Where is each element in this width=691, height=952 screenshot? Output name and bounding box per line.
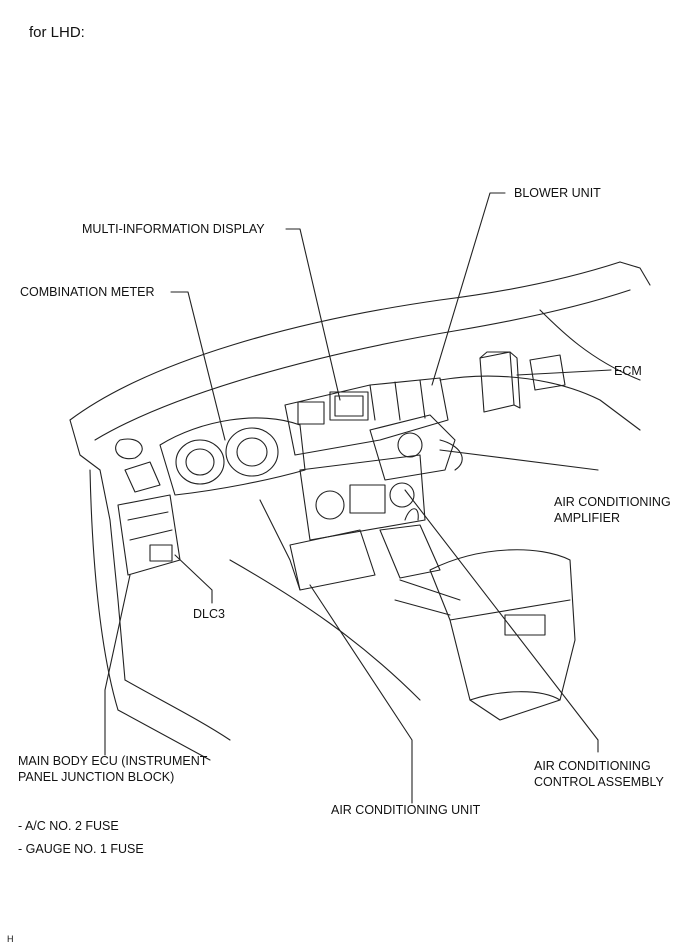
label-main-body-ecu-line2: PANEL JUNCTION BLOCK) [18, 770, 175, 784]
leader-lines [104, 192, 612, 804]
label-combination-meter: COMBINATION METER [20, 285, 155, 299]
label-ac-control-assembly: AIR CONDITIONING CONTROL ASSEMBLY [534, 758, 664, 790]
fuse-item: - GAUGE NO. 1 FUSE [18, 842, 144, 856]
label-ac-amplifier-line1: AIR CONDITIONING [554, 495, 671, 509]
label-ac-amplifier-line2: AMPLIFIER [554, 511, 620, 525]
label-dlc3: DLC3 [193, 607, 225, 621]
label-ecm: ECM [614, 364, 642, 378]
label-ac-unit: AIR CONDITIONING UNIT [331, 803, 481, 817]
combination-meter-shape [159, 417, 306, 496]
label-multi-information-display: MULTI-INFORMATION DISPLAY [82, 222, 265, 236]
fuse-item: - A/C NO. 2 FUSE [18, 819, 119, 833]
blower-unit-shape [369, 414, 463, 481]
junction-block-shape [117, 494, 181, 576]
center-stack-shape [259, 377, 449, 591]
label-main-body-ecu: MAIN BODY ECU (INSTRUMENT PANEL JUNCTION… [18, 753, 207, 785]
figure-mark: H [7, 934, 14, 944]
ecm-shape [479, 351, 566, 413]
label-ac-control-line1: AIR CONDITIONING [534, 759, 651, 773]
page-heading: for LHD: [29, 24, 85, 41]
label-ac-control-line2: CONTROL ASSEMBLY [534, 775, 664, 789]
label-ac-amplifier: AIR CONDITIONING AMPLIFIER [554, 494, 671, 526]
label-blower-unit: BLOWER UNIT [514, 186, 601, 200]
center-console-shape [379, 508, 576, 721]
label-main-body-ecu-line1: MAIN BODY ECU (INSTRUMENT [18, 754, 208, 768]
